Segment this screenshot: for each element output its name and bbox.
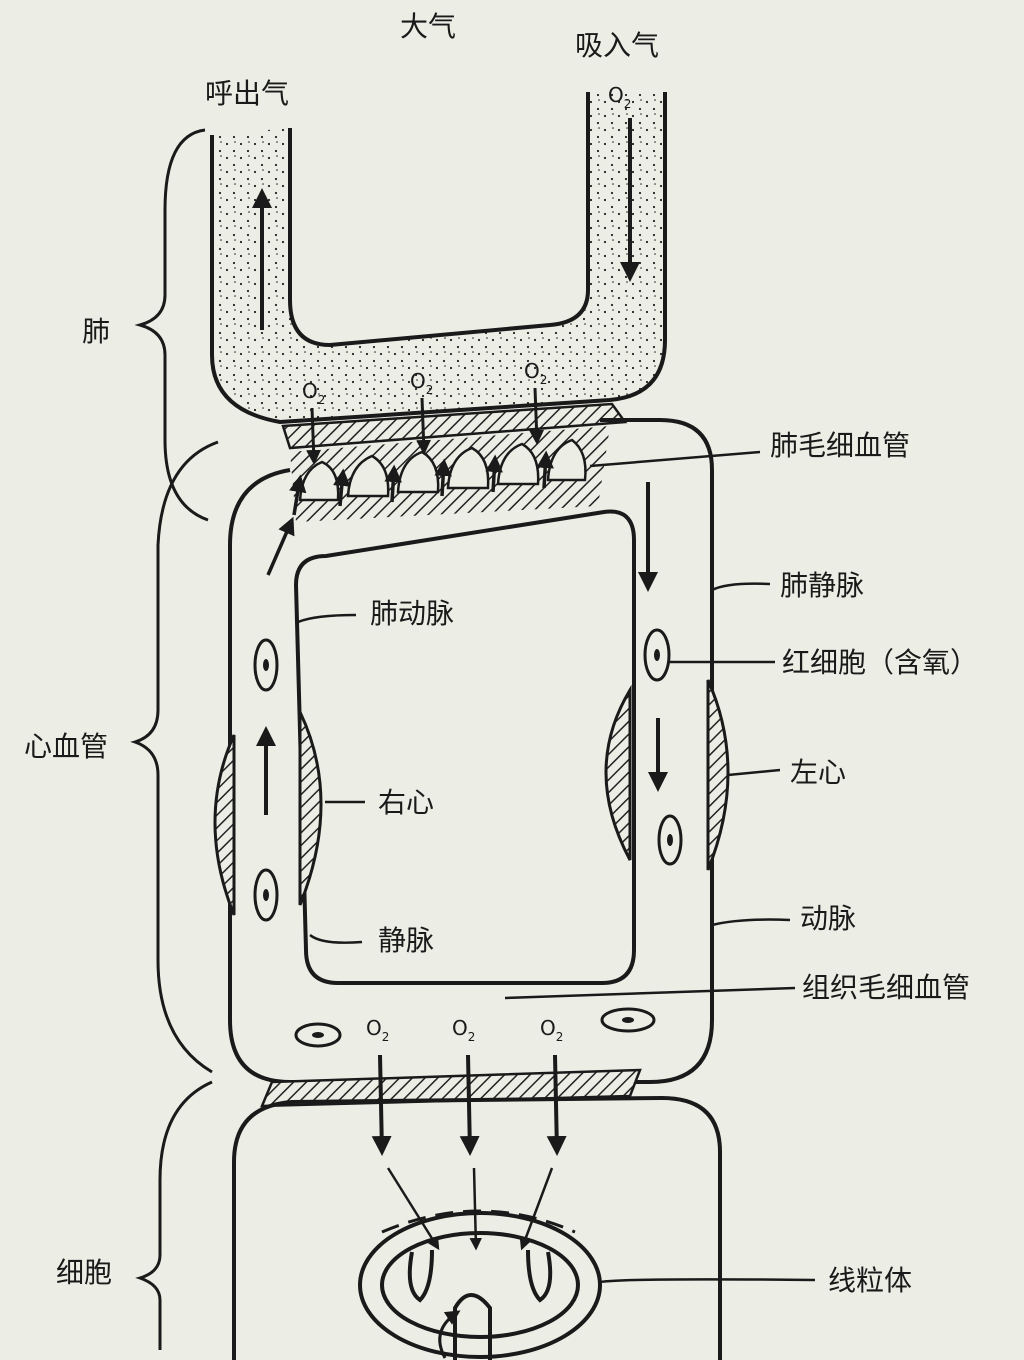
circulation-loop — [213, 418, 730, 1084]
label-lung: 肺 — [82, 315, 110, 348]
left-braces — [130, 128, 219, 1350]
vessel-inner-wall — [293, 509, 636, 985]
label-exhaled-air: 呼出气 — [205, 77, 289, 110]
airway-outer-wall — [210, 92, 667, 425]
label-artery: 动脉 — [800, 902, 856, 935]
label-cardiovascular: 心血管 — [24, 730, 108, 763]
label-pulmonary-artery: 肺动脉 — [370, 597, 454, 630]
alveolar-o2-arrows — [306, 387, 545, 465]
label-tissue-capillary: 组织毛细血管 — [802, 971, 970, 1004]
label-pulmonary-vein: 肺静脉 — [780, 569, 864, 602]
label-right-heart: 右心 — [378, 786, 434, 819]
tissue-o2-arrows — [371, 1054, 567, 1156]
airway-air-fill — [212, 92, 665, 422]
o2-label-alveolus-3: O2 — [524, 359, 547, 387]
cardio-brace-top — [130, 440, 219, 1074]
label-inhaled-air: 吸入气 — [575, 29, 659, 62]
label-cell: 细胞 — [56, 1256, 112, 1289]
label-left-heart: 左心 — [790, 756, 846, 789]
mitochondrion — [358, 1211, 602, 1360]
label-red-blood-cell: 红细胞（含氧） — [782, 646, 978, 679]
cell-wall-outer — [232, 1095, 722, 1360]
label-vein: 静脉 — [378, 924, 434, 957]
o2-label-tissue-3: O2 — [540, 1016, 563, 1044]
airway-inner-wall — [288, 92, 590, 348]
pulmonary-capillary-bed — [266, 387, 628, 576]
label-pulmonary-capillary: 肺毛细血管 — [770, 429, 910, 462]
right-heart-inner — [298, 711, 323, 906]
tissue-membrane — [260, 1068, 642, 1108]
o2-labels: O2 O2 O2 O2 O2 O2 O2 — [302, 83, 631, 1044]
capillary-inflow-arrow — [266, 516, 295, 576]
cell-region — [232, 1054, 722, 1360]
o2-label-alveolus-1: O2 — [302, 379, 325, 407]
left-heart-outer — [706, 679, 730, 871]
mito-inner-arrow — [438, 1310, 461, 1359]
left-heart-inner — [604, 684, 632, 861]
o2-label-tissue-2: O2 — [452, 1016, 475, 1044]
label-mitochondrion: 线粒体 — [828, 1264, 912, 1297]
right-heart-outer — [213, 734, 236, 916]
o2-label-inhaled: O2 — [608, 83, 631, 111]
red-blood-cells — [253, 628, 683, 1048]
lung-brace — [134, 128, 209, 522]
o2-label-tissue-1: O2 — [366, 1016, 389, 1044]
o2-label-alveolus-2: O2 — [410, 369, 433, 397]
label-atmosphere: 大气 — [400, 10, 456, 43]
leader-lines — [297, 450, 816, 1284]
airway — [210, 92, 667, 425]
cell-brace — [135, 1080, 213, 1350]
